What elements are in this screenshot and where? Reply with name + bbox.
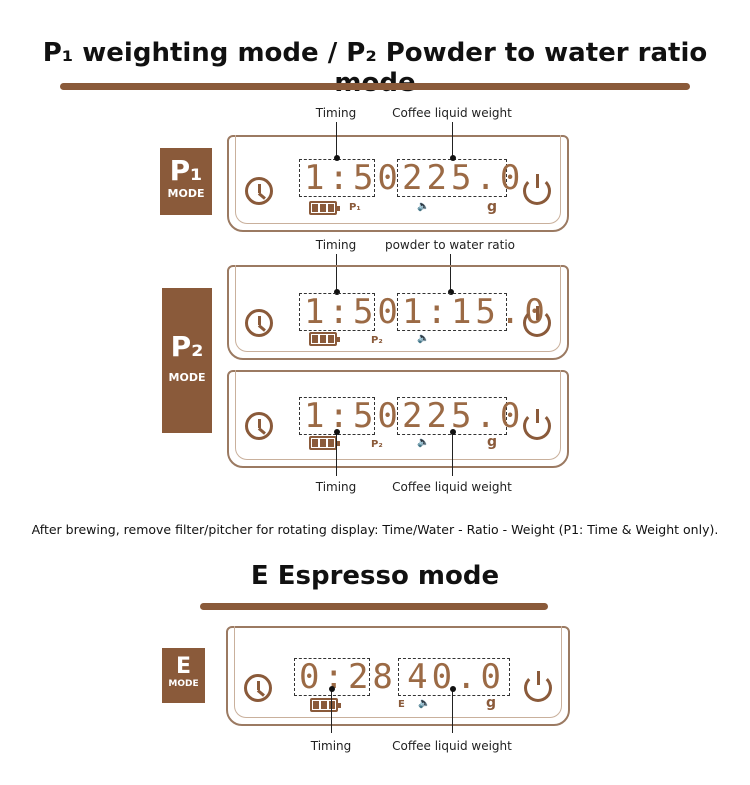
label-timing: Timing <box>315 106 357 120</box>
label-weight: Coffee liquid weight <box>392 480 512 494</box>
power-icon <box>523 306 551 337</box>
power-icon <box>524 671 552 702</box>
clock-icon <box>245 309 273 337</box>
title-underline <box>60 83 690 90</box>
power-icon <box>523 409 551 440</box>
weight-display: 225.0 <box>397 159 520 197</box>
clock-icon <box>245 412 273 440</box>
power-icon <box>523 174 551 205</box>
p1-scale-display: 1:50 225.0 P₁ 🔈 g <box>227 135 569 232</box>
mode-indicator: P₂ <box>371 335 383 346</box>
ratio-display: 1:15.0 <box>397 293 545 331</box>
rotation-note: After brewing, remove filter/pitcher for… <box>31 522 719 537</box>
battery-icon <box>309 332 340 346</box>
mode-indicator: P₁ <box>349 202 361 213</box>
label-timing: Timing <box>310 739 352 753</box>
battery-icon <box>309 201 340 215</box>
sound-icon: 🔈 <box>417 201 430 212</box>
mode-indicator: E <box>398 699 405 710</box>
unit-label: g <box>487 434 498 450</box>
timer-display: 1:50 <box>299 159 398 197</box>
espresso-title: E Espresso mode <box>250 561 500 591</box>
battery-icon <box>309 436 340 450</box>
label-weight: Coffee liquid weight <box>392 739 512 753</box>
label-weight: Coffee liquid weight <box>392 106 512 120</box>
label-ratio: powder to water ratio <box>384 238 516 252</box>
clock-icon <box>245 177 273 205</box>
sound-icon: 🔈 <box>418 698 431 709</box>
unit-label: g <box>487 199 498 215</box>
label-timing: Timing <box>315 480 357 494</box>
clock-icon <box>244 674 272 702</box>
timer-display: 1:50 <box>299 293 398 331</box>
espresso-underline <box>200 603 548 610</box>
label-timing: Timing <box>315 238 357 252</box>
p2-ratio-display: 1:50 1:15.0 P₂ 🔈 <box>227 265 569 360</box>
p2-weight-display: 1:50 225.0 P₂ 🔈 g <box>227 370 569 468</box>
sound-icon: 🔈 <box>417 437 430 448</box>
espresso-scale-display: 0:28 40.0 E 🔈 g <box>226 626 570 726</box>
unit-label: g <box>486 695 497 711</box>
sound-icon: 🔈 <box>417 333 430 344</box>
battery-icon <box>310 698 341 712</box>
mode-indicator: P₂ <box>371 439 383 450</box>
